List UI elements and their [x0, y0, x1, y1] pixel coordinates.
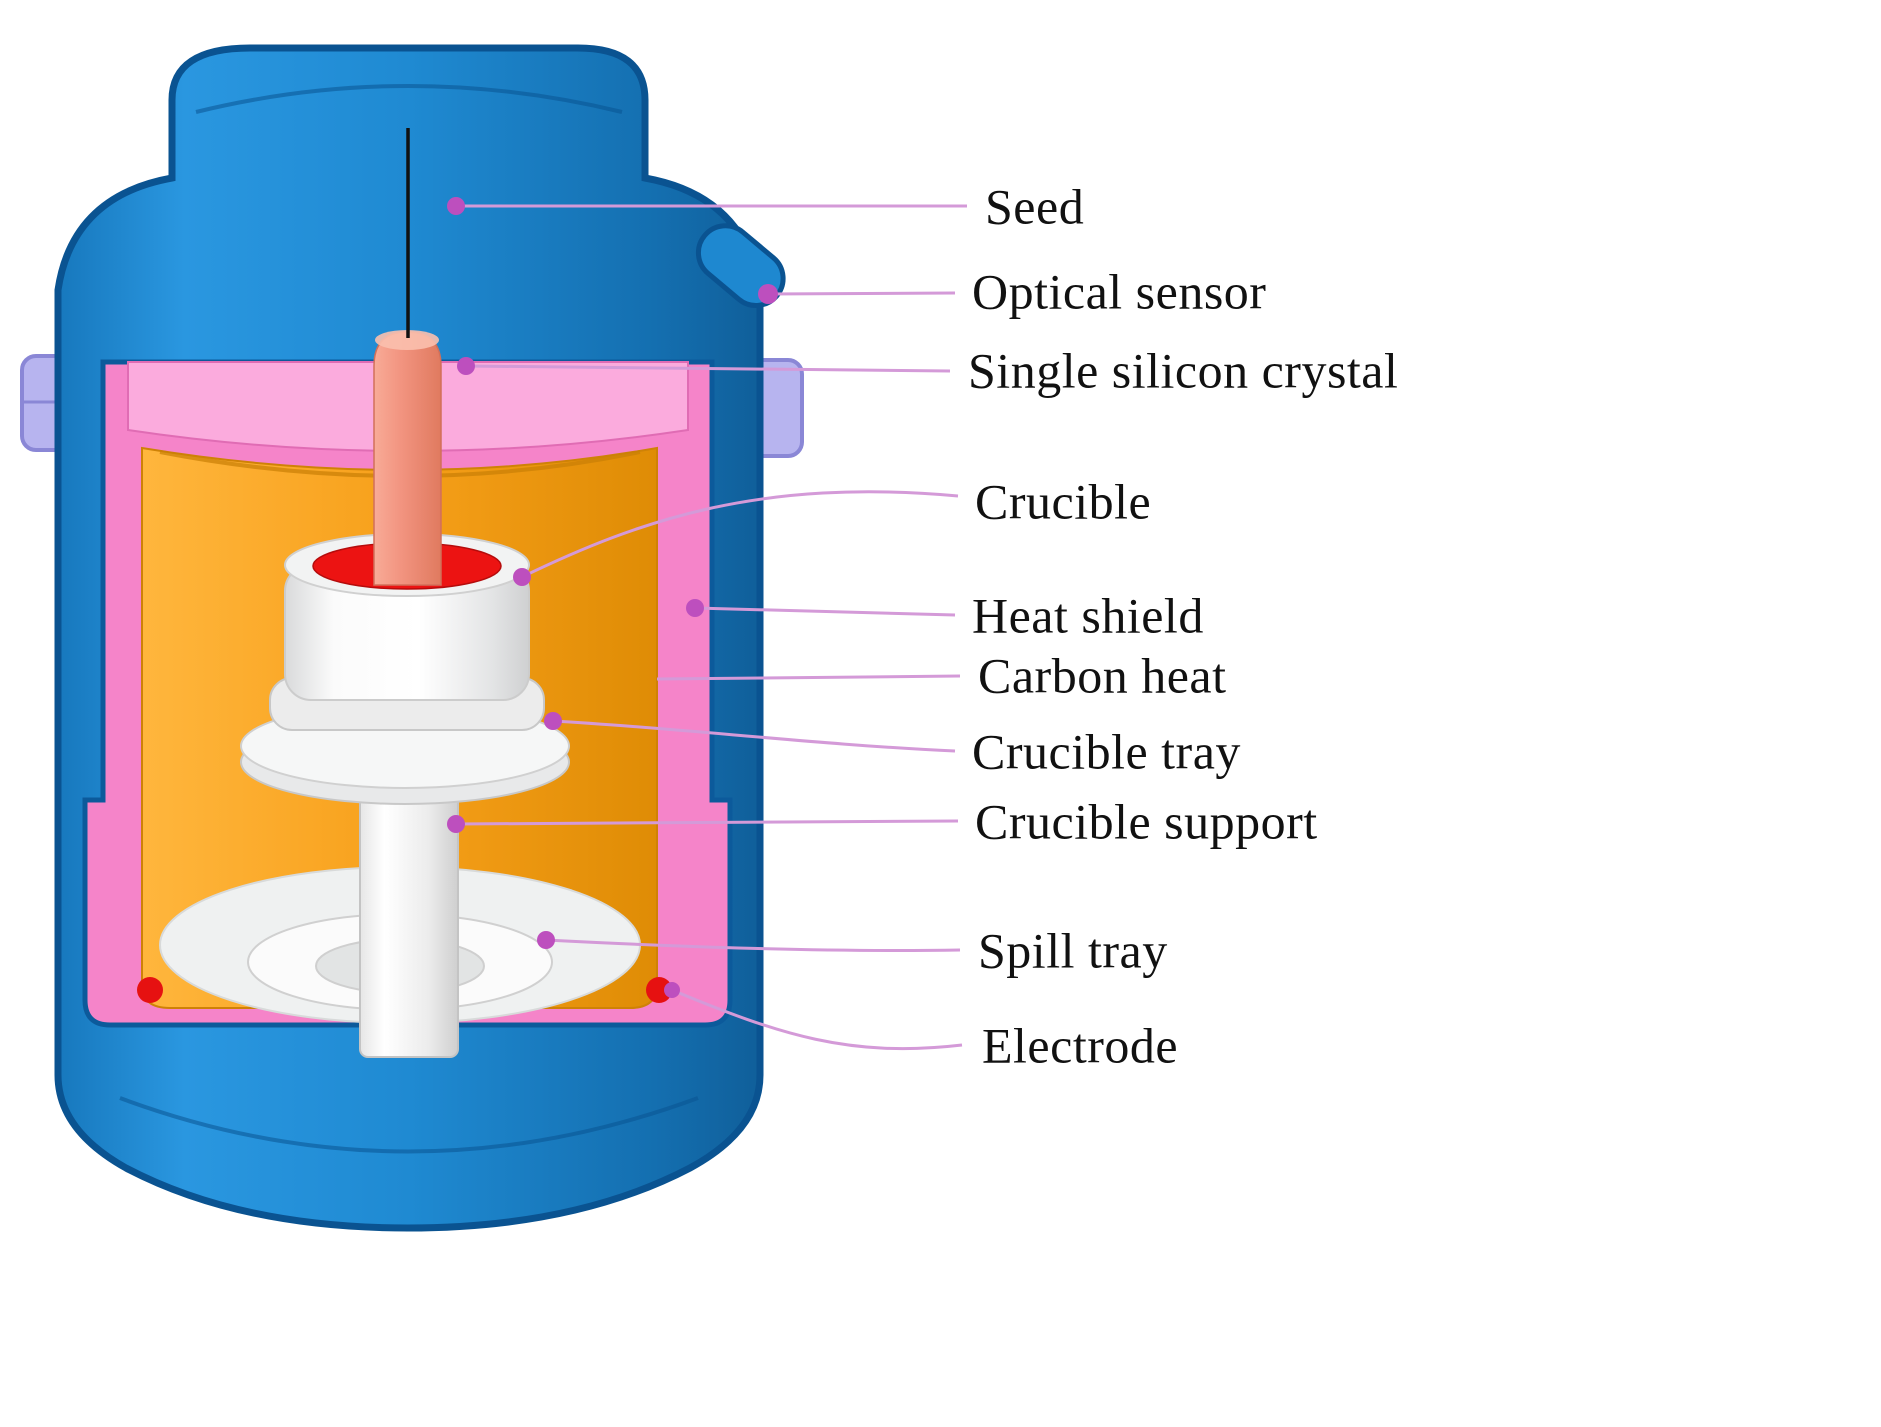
crucible-leader-line [521, 490, 959, 579]
optical-sensor-leader-line [767, 291, 956, 296]
carbon-heat-leader-line [656, 674, 961, 681]
seed-leader-dot [447, 197, 465, 215]
single-silicon-crystal-leader-line [465, 364, 951, 373]
leader-dots [447, 197, 778, 998]
silicon-crystal-rod [373, 331, 442, 586]
label-crucible: Crucible [975, 473, 1152, 530]
electrode-leader-line [671, 988, 963, 1051]
crucible-tray-leader-dot [544, 712, 562, 730]
label-optical-sensor: Optical sensor [972, 263, 1267, 320]
label-heat-shield: Heat shield [972, 587, 1204, 644]
crystal-top-highlight [375, 330, 439, 350]
crucible-support-leader-line [455, 819, 959, 826]
label-crucible-tray: Crucible tray [972, 723, 1241, 780]
crucible-leader-dot [513, 568, 531, 586]
electrode-right [646, 977, 672, 1003]
electrode-leader-dot [664, 982, 680, 998]
label-single-silicon-crystal: Single silicon crystal [968, 342, 1399, 399]
heat-shield-leader-line [694, 606, 956, 617]
optical-sensor-leader-dot [758, 284, 778, 304]
crucible-tray-leader-line [552, 719, 956, 753]
vessel-neck-rim [195, 84, 623, 114]
label-seed: Seed [985, 178, 1085, 235]
single-silicon-crystal-leader-dot [457, 357, 475, 375]
spill-tray-leader-line [545, 938, 961, 953]
leader-lines [455, 204, 967, 1051]
vessel-bottom-arc [119, 1096, 699, 1154]
label-carbon-heat: Carbon heat [978, 647, 1227, 704]
label-spill-tray: Spill tray [978, 922, 1168, 979]
crucible-support-column [359, 761, 459, 1058]
label-crucible-support: Crucible support [975, 793, 1318, 850]
label-electrode: Electrode [982, 1017, 1179, 1074]
electrode-left [137, 977, 163, 1003]
spill-tray-leader-dot [537, 931, 555, 949]
crucible-support-leader-dot [447, 815, 465, 833]
heat-shield-leader-dot [686, 599, 704, 617]
